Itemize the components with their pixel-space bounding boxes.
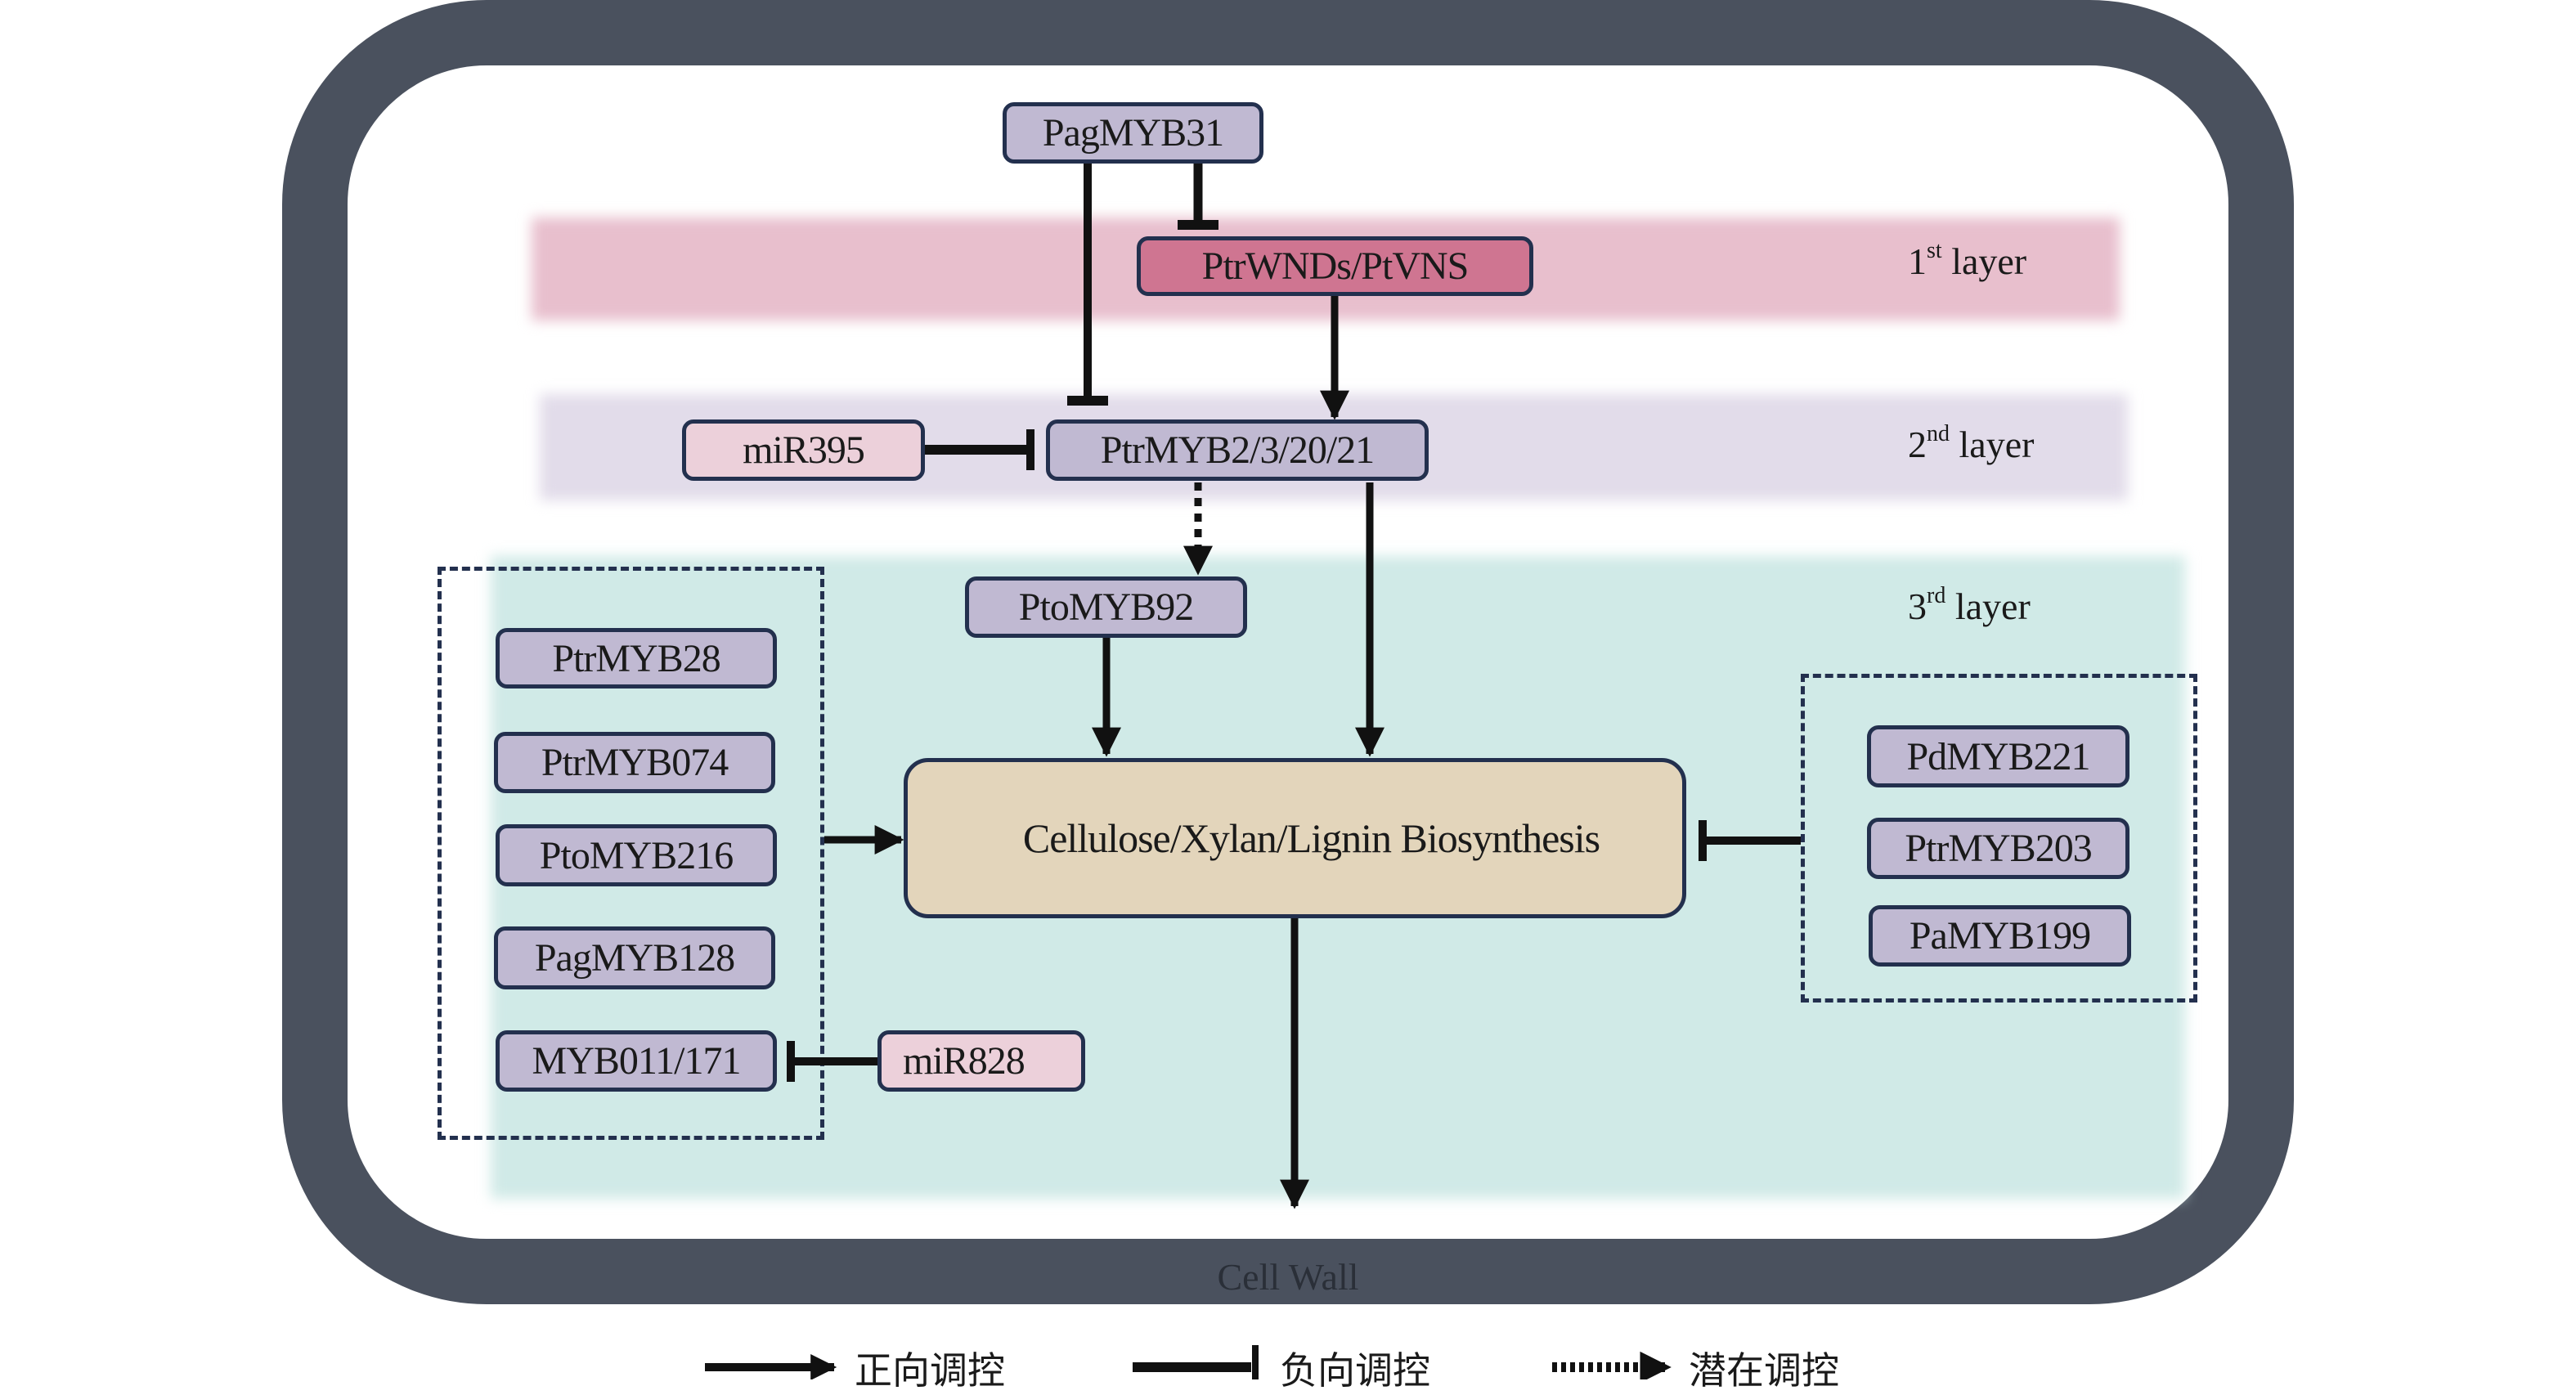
node-mir395-label: miR395 <box>743 428 865 472</box>
node-biosynthesis-label: Cellulose/Xylan/Lignin Biosynthesis <box>1022 815 1600 861</box>
cell-wall-label: Cell Wall <box>1217 1256 1359 1298</box>
layer-1-label: 1st layer <box>1908 238 2027 283</box>
node-ptrwnds-label: PtrWNDs/PtVNS <box>1201 244 1470 288</box>
node-mir828-label: miR828 <box>903 1039 1025 1083</box>
node-mir395: miR395 <box>682 419 925 481</box>
layer-3-word: layer <box>1954 585 2031 627</box>
layer-1-ordinal: 1 <box>1908 240 1927 282</box>
left-group-item: PtrMYB28 <box>496 628 777 689</box>
node-pagmyb31: PagMYB31 <box>1003 102 1263 164</box>
left-group-item-label: PtoMYB216 <box>539 833 734 877</box>
layer-3-suffix: rd <box>1927 583 1946 608</box>
layer-2-ordinal: 2 <box>1908 424 1927 465</box>
layer-2-word: layer <box>1959 424 2035 465</box>
node-ptomyb92: PtoMYB92 <box>965 576 1247 638</box>
legend-negative-label: 负向调控 <box>1280 1348 1430 1393</box>
left-group-item-label: PtrMYB28 <box>552 636 720 680</box>
left-group-item-label: MYB011/171 <box>532 1039 742 1083</box>
layer-3-label: 3rd layer <box>1908 583 2031 628</box>
right-group-item: PdMYB221 <box>1867 725 2129 787</box>
node-mir828: miR828 <box>877 1030 1085 1092</box>
left-group-item-label: PagMYB128 <box>534 936 735 980</box>
left-group-item: PtrMYB074 <box>494 732 775 793</box>
left-group-item: PtoMYB216 <box>496 824 777 886</box>
legend-potential-label: 潜在调控 <box>1689 1348 1839 1393</box>
right-group-item-label: PtrMYB203 <box>1905 827 2092 870</box>
right-group-item-label: PaMYB199 <box>1909 914 2091 958</box>
layer-1-suffix: st <box>1927 238 1942 263</box>
legend-negative-bar-icon <box>1133 1345 1259 1379</box>
layer-2-label: 2nd layer <box>1908 421 2035 466</box>
node-ptrmyb2: PtrMYB2/3/20/21 <box>1046 419 1429 481</box>
right-group-item-label: PdMYB221 <box>1906 734 2090 778</box>
layer-1-word: layer <box>1951 240 2027 282</box>
left-gene-group <box>438 567 824 1140</box>
layer-3-ordinal: 3 <box>1908 585 1927 627</box>
left-group-item: PagMYB128 <box>494 926 775 989</box>
node-ptomyb92-label: PtoMYB92 <box>1018 585 1194 629</box>
left-group-item: MYB011/171 <box>496 1030 777 1092</box>
right-group-item: PtrMYB203 <box>1867 818 2129 879</box>
layer-2-suffix: nd <box>1927 421 1950 446</box>
node-biosynthesis: Cellulose/Xylan/Lignin Biosynthesis <box>904 758 1686 918</box>
right-group-item: PaMYB199 <box>1869 905 2131 967</box>
legend-positive-label: 正向调控 <box>855 1348 1005 1393</box>
node-pagmyb31-label: PagMYB31 <box>1042 111 1224 155</box>
right-gene-group <box>1801 674 2197 1003</box>
left-group-item-label: PtrMYB074 <box>541 741 729 784</box>
node-ptrmyb2-label: PtrMYB2/3/20/21 <box>1100 428 1375 472</box>
node-ptrwnds: PtrWNDs/PtVNS <box>1137 236 1533 296</box>
